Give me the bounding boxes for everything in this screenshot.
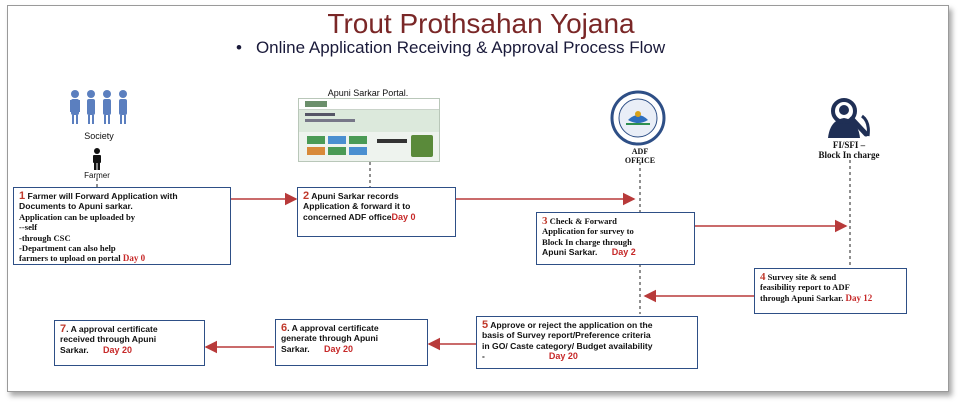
step-1-line-1: Documents to Apuni sarkar. — [19, 201, 133, 212]
step-7-day: Day 20 — [103, 344, 133, 355]
step-4-box: 4 Survey site & send feasibility report … — [754, 268, 907, 314]
adf-label-line2: OFFICE — [624, 156, 656, 165]
step-6-box: 6. A approval certificate generate throu… — [275, 319, 428, 366]
step-3-line-0: Check & Forward — [549, 216, 617, 226]
society-icon — [70, 90, 127, 124]
adf-emblem-icon — [610, 90, 666, 146]
step-6-line-2: Sarkar. — [281, 343, 310, 354]
step-7-box: 7. A approval certificate received throu… — [54, 320, 205, 366]
step-4-line-1: feasibility report to ADF — [760, 282, 850, 293]
fi-label: FI/SFI –Block In charge — [784, 140, 914, 160]
farmer-label: Farmer — [84, 171, 110, 180]
step-4-day: Day 12 — [845, 292, 873, 303]
inspector-search-icon — [828, 98, 870, 138]
step-4-line-2: through Apuni Sarkar. — [760, 292, 844, 303]
step-5-line-3: - — [482, 351, 485, 362]
step-2-box: 2 Apuni Sarkar records Application & for… — [297, 187, 456, 237]
step-3-box: 3 Check & Forward Application for survey… — [536, 212, 695, 265]
society-label: Society — [84, 131, 114, 141]
step-6-line-1: generate through Apuni — [281, 333, 379, 344]
step-5-line-2: in GO/ Caste category/ Budget availabili… — [482, 340, 653, 351]
step-5-number: 5 — [482, 319, 489, 331]
step-3-line-1: Application for survey to — [542, 226, 634, 237]
step-6-line-0: . A approval certificate — [287, 323, 379, 333]
step-5-box: 5 Approve or reject the application on t… — [476, 316, 698, 369]
step-1-line-2: Application can be uploaded by — [19, 211, 136, 222]
step-3-line-2: Block In charge through — [542, 236, 632, 247]
step-1-line-0: Farmer will Forward Application with — [27, 191, 178, 201]
step-3-number: 3 — [542, 215, 548, 227]
step-7-line-2: Sarkar. — [60, 344, 89, 355]
step-1-line-5: -Department can also help — [19, 243, 116, 254]
step-1-line-6: farmers to upload on portal — [19, 253, 121, 264]
portal-screenshot — [298, 98, 440, 162]
step-2-line-0: Apuni Sarkar records — [311, 191, 399, 201]
farmer-icon — [93, 148, 101, 170]
step-4-number: 4 — [760, 271, 766, 283]
step-5-line-0: Approve or reject the application on the — [490, 320, 653, 330]
page-subtitle: • Online Application Receiving & Approval… — [236, 38, 665, 58]
step-1-day: Day 0 — [122, 253, 146, 264]
fi-label-line2: Block In charge — [818, 150, 880, 160]
step-6-number: 6 — [281, 322, 288, 334]
step-6-day: Day 20 — [324, 343, 354, 354]
step-3-day: Day 2 — [611, 247, 636, 258]
subtitle-text: Online Application Receiving & Approval … — [255, 38, 666, 57]
step-2-line-2: concerned ADF office — [303, 211, 392, 222]
step-2-line-1: Application & forward it to — [303, 201, 411, 212]
step-1-line-3: --self — [19, 222, 38, 233]
step-2-day: Day 0 — [391, 211, 416, 222]
step-4-line-0: Survey site & send — [767, 272, 837, 282]
step-3-line-3: Apuni Sarkar. — [542, 247, 598, 258]
step-7-line-0: . A approval certificate — [66, 324, 158, 334]
step-1-line-4: -through CSC — [19, 232, 71, 243]
page-title: Trout Prothsahan Yojana — [327, 8, 635, 39]
step-2-number: 2 — [303, 190, 310, 202]
adf-label-line1: ADF — [631, 147, 649, 156]
fi-label-line1: FI/SFI – — [832, 140, 866, 150]
step-5-day: Day 20 — [548, 351, 578, 362]
step-7-line-1: received through Apuni — [60, 334, 157, 345]
step-5-line-1: basis of Survey report/Preference criter… — [482, 330, 651, 341]
step-1-number: 1 — [19, 190, 26, 202]
step-1-box: 1 Farmer will Forward Application with D… — [13, 187, 231, 265]
step-7-number: 7 — [60, 323, 67, 335]
portal-label: Apuni Sarkar Portal. — [327, 88, 409, 98]
bullet-icon: • — [236, 38, 242, 57]
